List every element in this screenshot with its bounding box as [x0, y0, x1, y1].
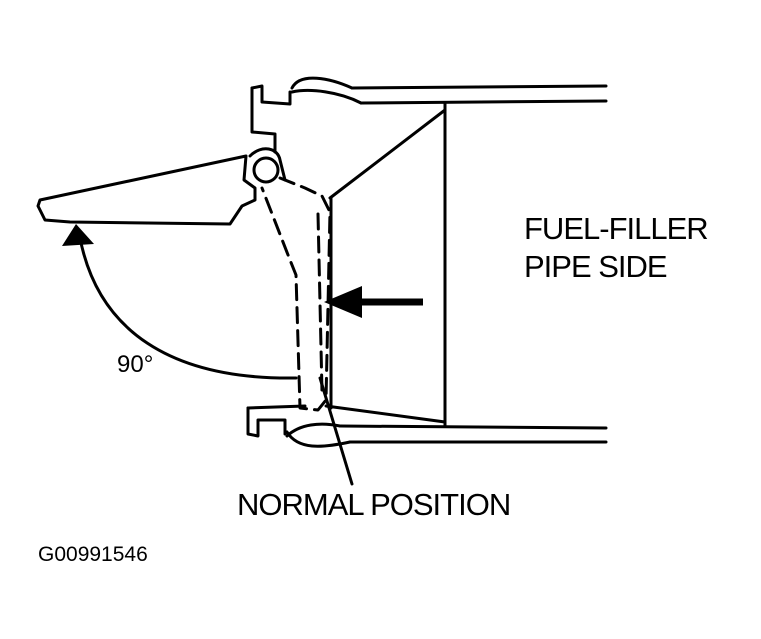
pipe-upper-wall: [250, 76, 608, 154]
side-label-line-2: PIPE SIDE: [524, 249, 668, 284]
inner-funnel: [324, 102, 447, 428]
push-arrow: [324, 286, 423, 318]
rotation-arc: [78, 236, 298, 380]
open-flap: [36, 154, 257, 226]
side-label-line-1: FUEL-FILLER: [524, 211, 709, 246]
arc-arrowhead: [62, 224, 94, 246]
closed-flap-dashed: [260, 176, 332, 412]
normal-position-leader: [318, 376, 354, 486]
normal-position-label: NORMAL POSITION: [237, 487, 511, 522]
pipe-lower-wall: [246, 404, 608, 448]
figure-id: G00991546: [38, 543, 148, 566]
angle-label: 90°: [117, 351, 154, 378]
hinge: [248, 147, 287, 184]
fuel-filler-pipe-side-label: FUEL-FILLER PIPE SIDE: [524, 210, 709, 286]
